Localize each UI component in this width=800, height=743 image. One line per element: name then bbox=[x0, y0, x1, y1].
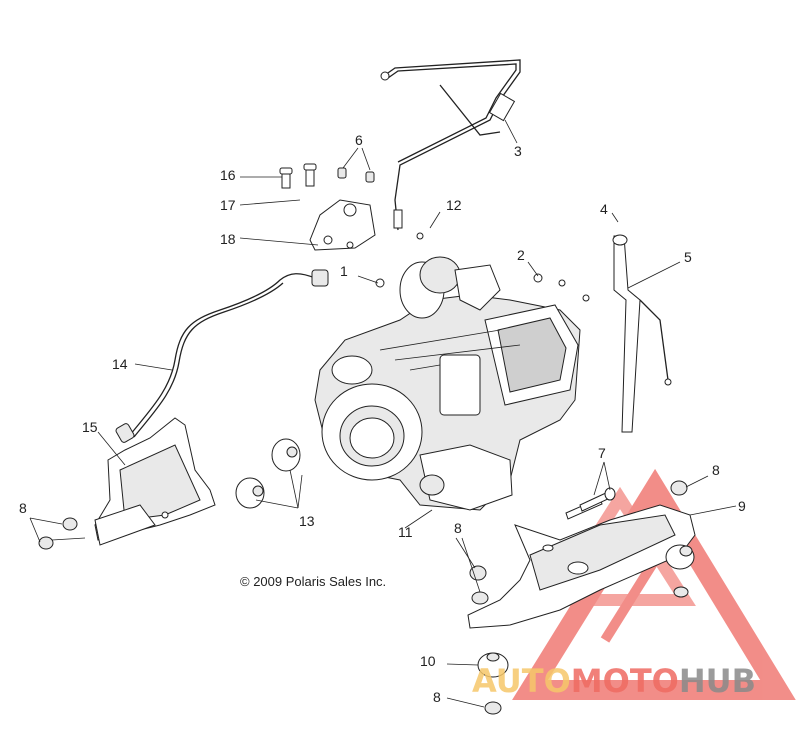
callout-14: 14 bbox=[112, 356, 128, 372]
callout-6: 6 bbox=[355, 132, 363, 148]
callout-labels: 1 2 3 4 5 6 7 8 8 8 8 9 10 11 12 13 14 1… bbox=[19, 132, 746, 705]
svg-text:AUTOMOTOHUB: AUTOMOTOHUB bbox=[472, 662, 756, 700]
callout-10: 10 bbox=[420, 653, 436, 669]
callout-8-right: 8 bbox=[712, 462, 720, 478]
copyright-text: © 2009 Polaris Sales Inc. bbox=[240, 574, 386, 589]
callout-1: 1 bbox=[340, 263, 348, 279]
engine-mount-15 bbox=[94, 417, 216, 546]
callout-11: 11 bbox=[398, 524, 413, 540]
washer-8-left bbox=[38, 517, 78, 550]
callout-17: 17 bbox=[220, 197, 236, 213]
watermark-moto: MOTO bbox=[571, 662, 679, 700]
callout-2: 2 bbox=[517, 247, 525, 263]
watermark-auto: AUTO bbox=[472, 662, 571, 700]
watermark-text: AUTOMOTOHUB bbox=[472, 662, 756, 700]
callout-4: 4 bbox=[600, 201, 608, 217]
callout-9: 9 bbox=[738, 498, 746, 514]
brake-line-3 bbox=[380, 59, 521, 231]
callout-18: 18 bbox=[220, 231, 236, 247]
support-rod-5 bbox=[612, 234, 672, 433]
callout-8-bottom: 8 bbox=[433, 689, 441, 705]
callout-5: 5 bbox=[684, 249, 692, 265]
callout-13: 13 bbox=[299, 513, 315, 529]
rubber-mount-10 bbox=[477, 652, 509, 715]
callout-8-left: 8 bbox=[19, 500, 27, 516]
callout-15: 15 bbox=[82, 419, 98, 435]
bolt-7 bbox=[565, 487, 616, 520]
callout-12: 12 bbox=[446, 197, 462, 213]
callout-16: 16 bbox=[220, 167, 236, 183]
callout-7: 7 bbox=[598, 445, 606, 461]
watermark-hub: HUB bbox=[679, 662, 756, 700]
callout-8-center: 8 bbox=[454, 520, 462, 536]
callout-3: 3 bbox=[514, 143, 522, 159]
cable-14 bbox=[115, 269, 329, 443]
leader-lines bbox=[29, 119, 737, 708]
bracket-18 bbox=[279, 163, 376, 251]
engine-assembly-11 bbox=[314, 232, 590, 511]
crossmember-9 bbox=[467, 480, 696, 629]
